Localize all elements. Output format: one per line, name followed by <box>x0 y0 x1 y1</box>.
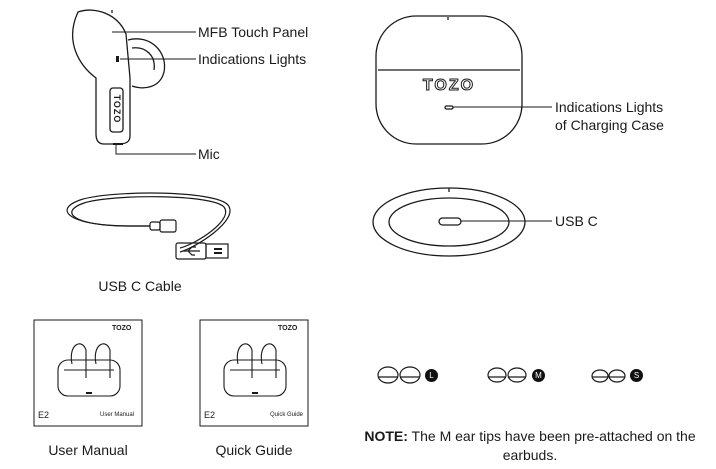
charging-case-front <box>375 15 552 145</box>
user-manual-booklet <box>33 319 143 427</box>
caption-usb-c-cable: USB C Cable <box>98 278 182 294</box>
usb-c-cable <box>66 192 231 260</box>
label-case-lights-line2: of Charging Case <box>555 117 664 133</box>
ear-tips <box>377 366 626 384</box>
guide-brand: TOZO <box>278 325 298 332</box>
guide-title: Quick Guide <box>270 412 304 418</box>
charging-case-bottom <box>372 187 552 257</box>
caption-user-manual: User Manual <box>48 442 128 458</box>
manual-model: E2 <box>38 410 50 420</box>
quick-guide-booklet <box>199 319 309 427</box>
label-usb-c-port: USB C <box>555 213 598 229</box>
label-mic: Mic <box>198 146 220 162</box>
earbud-brand-text: TOZO <box>112 94 122 124</box>
label-mfb-touch-panel: MFB Touch Panel <box>198 24 309 40</box>
note-label: NOTE: <box>364 428 408 444</box>
ear-tip-size-m: M <box>532 369 545 382</box>
caption-quick-guide: Quick Guide <box>215 442 293 458</box>
manual-title: User Manual <box>100 412 135 418</box>
ear-tip-size-s: S <box>630 369 643 382</box>
ear-tips-note: NOTE: The M ear tips have been pre-attac… <box>360 427 700 465</box>
earbud-illustration <box>72 9 166 145</box>
guide-model: E2 <box>204 410 216 420</box>
label-case-lights-line1: Indications Lights <box>555 99 664 115</box>
manual-brand: TOZO <box>112 325 132 332</box>
note-text: The M ear tips have been pre-attached on… <box>407 428 696 463</box>
case-brand-logo: TOZO <box>422 77 476 95</box>
earbud-callouts <box>112 31 196 155</box>
label-indication-lights: Indications Lights <box>198 51 307 67</box>
ear-tip-size-l: L <box>425 369 438 382</box>
